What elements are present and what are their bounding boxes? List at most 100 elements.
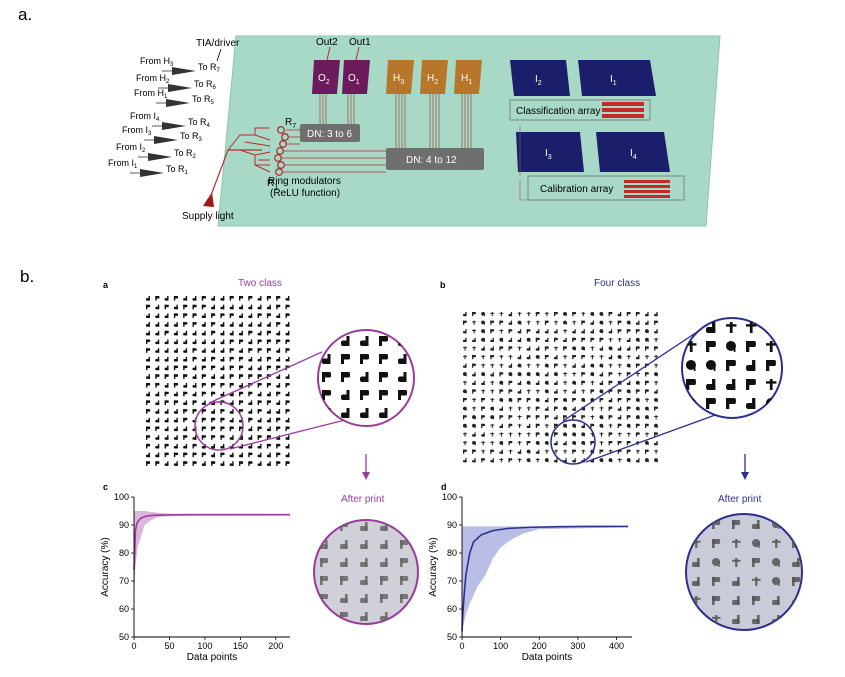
letter-t-stem bbox=[591, 355, 593, 360]
letter-d-bowl bbox=[220, 376, 225, 379]
letter-d-bowl bbox=[706, 383, 716, 390]
letter-p-bowl bbox=[276, 452, 281, 456]
letter-p-bowl bbox=[201, 391, 206, 395]
letter-p-bowl bbox=[472, 355, 476, 358]
letter-t-stem bbox=[655, 380, 657, 385]
letter-d-bowl bbox=[599, 348, 604, 351]
letter-q-tail bbox=[647, 459, 649, 463]
dn-small-label: DN: 3 to 6 bbox=[307, 129, 352, 140]
letter-d-bowl bbox=[692, 619, 700, 624]
y-tick-label: 100 bbox=[114, 492, 129, 502]
letter-t-bar bbox=[481, 450, 486, 452]
letter-d-bowl bbox=[164, 367, 169, 371]
letter-t-stem bbox=[610, 337, 612, 342]
letter-p-bowl bbox=[229, 296, 234, 299]
letter-t-bar bbox=[572, 373, 577, 374]
letter-t-stem bbox=[591, 380, 593, 385]
letter-t-stem bbox=[519, 312, 521, 317]
letter-p-bowl bbox=[164, 452, 169, 456]
letter-q-tail bbox=[629, 425, 631, 428]
letter-d-bowl bbox=[173, 332, 178, 336]
letter-t-stem bbox=[482, 389, 484, 394]
o1-sub: 1 bbox=[356, 79, 360, 86]
letter-t-bar bbox=[508, 407, 513, 409]
letter-t-stem bbox=[555, 320, 557, 325]
letter-p-bowl bbox=[472, 312, 476, 315]
letter-t-stem bbox=[537, 363, 539, 368]
letter-t-stem bbox=[519, 346, 521, 351]
letter-t-stem bbox=[473, 346, 475, 351]
input-pixel-i3: I3 bbox=[516, 132, 584, 172]
driver-to-label: To R5 bbox=[192, 94, 215, 106]
letter-t-bar bbox=[499, 355, 504, 357]
letter-d-bowl bbox=[645, 313, 649, 317]
letter-p-bowl bbox=[257, 374, 262, 377]
letter-q-tail bbox=[638, 399, 640, 403]
letter-q-tail bbox=[593, 373, 595, 377]
driver-amplifier-icon bbox=[172, 67, 196, 75]
letter-q-tail bbox=[502, 382, 504, 385]
letter-q-tail bbox=[638, 416, 640, 420]
r7-label: R7 bbox=[285, 117, 296, 130]
letter-p-bowl bbox=[481, 406, 485, 409]
letter-d-bowl bbox=[380, 526, 388, 531]
letter-d-bowl bbox=[201, 315, 206, 318]
letter-q-tail bbox=[529, 339, 531, 342]
letter-p-bowl bbox=[554, 432, 558, 435]
letter-p-bowl bbox=[608, 380, 613, 384]
letter-d-bowl bbox=[248, 428, 253, 432]
letter-t-bar bbox=[472, 347, 477, 349]
letter-p-bowl bbox=[257, 348, 262, 351]
letter-p-bowl bbox=[211, 330, 216, 334]
letter-d-bowl bbox=[276, 358, 281, 362]
letter-d-bowl bbox=[164, 358, 169, 362]
letter-q-tail bbox=[547, 459, 549, 463]
letter-p-bowl bbox=[248, 461, 253, 464]
x-tick-label: 300 bbox=[570, 641, 585, 651]
letter-t-bar bbox=[463, 433, 467, 435]
letter-q-tail bbox=[502, 339, 504, 342]
two-class-zoom-line-top bbox=[208, 351, 323, 404]
letter-d-bowl bbox=[192, 341, 197, 345]
letter-p-bowl bbox=[211, 313, 216, 316]
letter-d-bowl bbox=[276, 315, 281, 318]
letter-p-bowl bbox=[526, 329, 531, 332]
letter-q-tail bbox=[638, 408, 640, 411]
letter-t-bar bbox=[517, 312, 522, 314]
four-class-after-print-letters bbox=[691, 519, 801, 624]
letter-p-bowl bbox=[239, 296, 244, 299]
letter-t-bar bbox=[635, 441, 640, 443]
letter-d-bowl bbox=[654, 331, 658, 334]
letter-d-bowl bbox=[380, 544, 388, 549]
letter-d-bowl bbox=[229, 437, 234, 440]
letter-q-tail bbox=[629, 322, 631, 325]
letter-t-stem bbox=[564, 329, 566, 334]
letter-q-tail bbox=[602, 416, 604, 420]
h2-name: H bbox=[427, 73, 434, 84]
letter-p-bowl bbox=[626, 441, 631, 444]
letter-d-bowl bbox=[201, 332, 206, 336]
letter-t-bar bbox=[508, 355, 513, 357]
letter-p-bowl bbox=[563, 346, 567, 349]
letter-p-bowl bbox=[554, 398, 558, 401]
letter-t-stem bbox=[564, 380, 566, 385]
letter-t-bar bbox=[517, 459, 522, 460]
letter-t-bar bbox=[654, 355, 659, 357]
letter-q-tail bbox=[584, 348, 585, 351]
letter-d-bowl bbox=[706, 326, 716, 333]
letter-p-bowl bbox=[276, 296, 281, 299]
letter-d-bowl bbox=[257, 358, 262, 362]
letter-q-tail bbox=[584, 399, 585, 403]
letter-p-bowl bbox=[645, 372, 649, 375]
letter-d-bowl bbox=[554, 331, 558, 334]
letter-q-tail bbox=[538, 442, 540, 446]
svg-text:O1: O1 bbox=[348, 73, 360, 86]
letter-t-stem bbox=[528, 389, 530, 394]
letter-d-bowl bbox=[257, 419, 262, 423]
letter-p-bowl bbox=[285, 313, 290, 316]
letter-p-bowl bbox=[229, 356, 234, 360]
letter-p-bowl bbox=[554, 363, 558, 366]
letter-p-bowl bbox=[211, 322, 216, 325]
letter-d-bowl bbox=[229, 463, 234, 466]
letter-t-stem bbox=[464, 346, 466, 351]
